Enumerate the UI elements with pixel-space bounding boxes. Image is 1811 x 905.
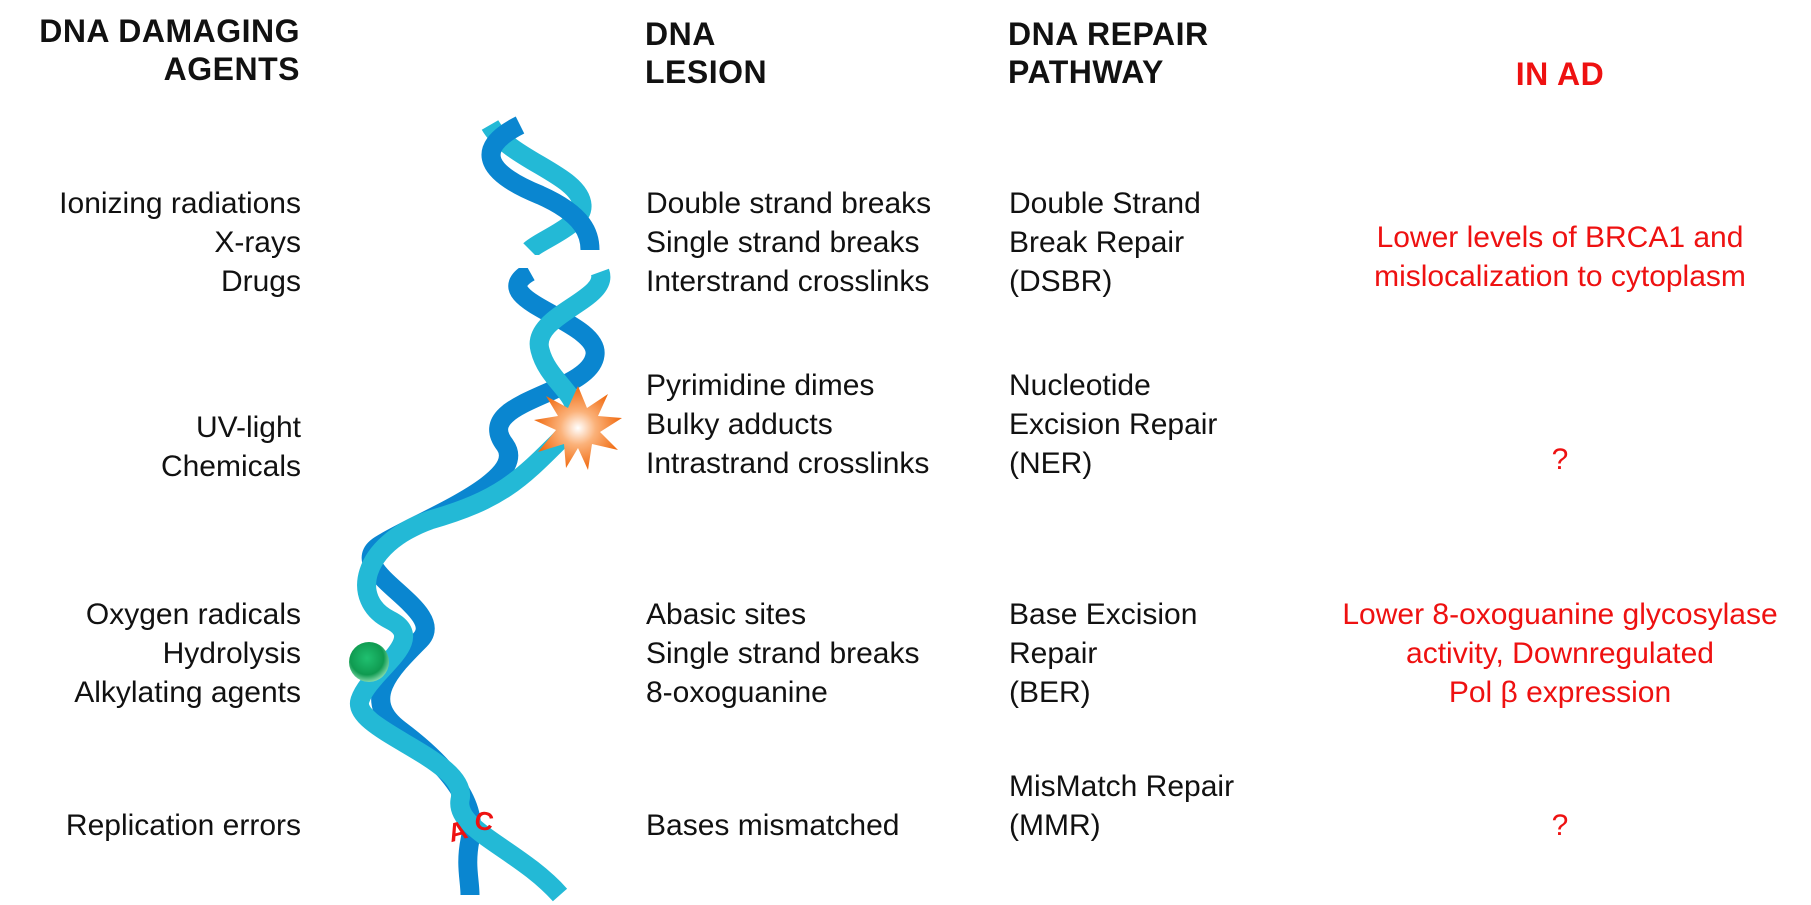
in-ad-row-4: ? [1300,806,1811,845]
agent-item: Drugs [220,265,301,298]
in-ad-row-3: Lower 8-oxoguanine glycosylase activity,… [1300,595,1811,712]
lesion-item: Intrastrand crosslinks [646,447,930,480]
in-ad-row-1: Lower levels of BRCA1 and mislocalizatio… [1300,218,1811,296]
agent-item: Hydrolysis [162,637,301,670]
pathway-line: MisMatch Repair [1009,770,1235,803]
pathway-line: (BER) [1009,676,1091,709]
agent-item: X-rays [214,226,301,259]
pathway-line: (DSBR) [1009,265,1113,298]
agent-item: Chemicals [160,450,301,483]
in-ad-line: Pol β expression [1448,676,1672,709]
in-ad-row-2: ? [1300,440,1811,479]
pathway-row-4: MisMatch Repair (MMR) [1009,767,1234,845]
lesion-item: Bulky adducts [646,408,833,441]
header-pathway-line1: DNA REPAIR [1008,16,1209,52]
agents-row-2: UV-light Chemicals [161,408,301,486]
pathway-row-2: Nucleotide Excision Repair (NER) [1009,366,1217,483]
lesion-item: Abasic sites [646,598,807,631]
lesion-item: 8-oxoguanine [646,676,828,709]
lesion-item: Single strand breaks [646,226,920,259]
lesion-item: Single strand breaks [646,637,920,670]
header-in-ad: IN AD [1400,55,1720,93]
strand-break-gap [470,255,630,268]
bulky-adduct-burst-icon [534,386,622,470]
pathway-line: Base Excision [1009,598,1198,631]
agents-row-4: Replication errors [66,806,301,845]
pathway-row-1: Double Strand Break Repair (DSBR) [1009,184,1201,301]
lesion-row-4: Bases mismatched [646,806,899,845]
pathway-line: Break Repair [1009,226,1185,259]
in-ad-line: Lower levels of BRCA1 and [1376,221,1744,254]
agents-row-1: Ionizing radiations X-rays Drugs [59,184,301,301]
header-damaging-agents: DNA DAMAGING AGENTS [20,12,300,88]
agent-item: Replication errors [65,809,301,842]
lesion-row-3: Abasic sites Single strand breaks 8-oxog… [646,595,920,712]
header-in-ad-label: IN AD [1515,56,1605,92]
pathway-line: (MMR) [1009,809,1101,842]
helix-strand-dark-main [361,263,605,896]
lesion-item: Interstrand crosslinks [646,265,930,298]
helix-strand-light-top [481,119,592,258]
pathway-line: Nucleotide [1009,369,1151,402]
pathway-row-3: Base Excision Repair (BER) [1009,595,1197,712]
helix-strand-dark-top [481,116,600,251]
pathway-line: Double Strand [1009,187,1201,220]
pathway-line: (NER) [1009,447,1093,480]
in-ad-line: mislocalization to cytoplasm [1374,260,1746,293]
header-agents-line1: DNA DAMAGING [39,13,300,49]
in-ad-line: ? [1551,443,1569,476]
lesion-item: Pyrimidine dimes [646,369,875,402]
lesion-row-2: Pyrimidine dimes Bulky adducts Intrastra… [646,366,929,483]
lesion-item: Double strand breaks [646,187,932,220]
pathway-line: Excision Repair [1009,408,1218,441]
header-dna-lesion: DNA LESION [645,15,767,91]
agent-item: Alkylating agents [74,676,301,709]
header-pathway-line2: PATHWAY [1008,54,1164,90]
in-ad-line: activity, Downregulated [1406,637,1714,670]
header-lesion-line2: LESION [645,54,768,90]
oxidized-base-icon [349,642,389,682]
agent-item: Oxygen radicals [85,598,301,631]
agent-item: Ionizing radiations [59,187,301,220]
lesion-item: Bases mismatched [646,809,900,842]
helix-strand-light-main [350,268,611,902]
header-lesion-line1: DNA [645,16,716,52]
agent-item: UV-light [195,411,301,444]
agents-row-3: Oxygen radicals Hydrolysis Alkylating ag… [74,595,301,712]
in-ad-line: Lower 8-oxoguanine glycosylase [1342,598,1778,631]
header-repair-pathway: DNA REPAIR PATHWAY [1008,15,1209,91]
header-agents-line2: AGENTS [163,51,300,87]
mismatch-base-c: C [472,804,496,837]
in-ad-line: ? [1551,809,1569,842]
pathway-line: Repair [1009,637,1098,670]
lesion-row-1: Double strand breaks Single strand break… [646,184,931,301]
